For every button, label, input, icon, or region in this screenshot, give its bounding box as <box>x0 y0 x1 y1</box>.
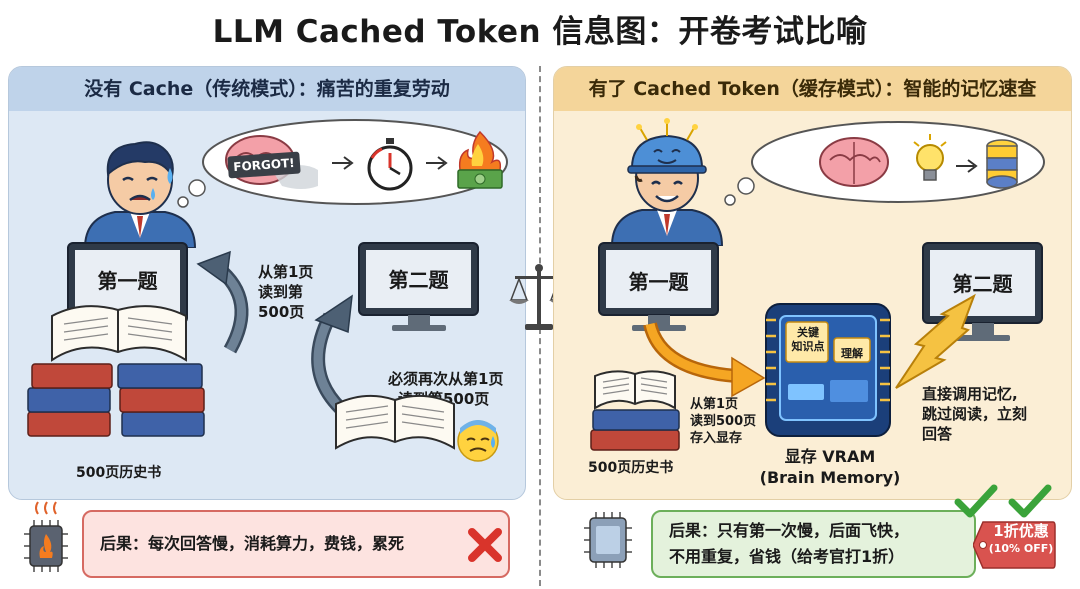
open-book-icon <box>335 394 455 450</box>
left-panel-heading: 没有 Cache（传统模式）：痛苦的重复劳动 <box>9 67 525 111</box>
discount-tag-text: 1折优惠 (10% OFF) <box>988 522 1054 555</box>
monitor-question-1-right <box>598 242 719 331</box>
sweat-face-icon <box>457 420 499 462</box>
lightning-arrow-icon <box>895 293 976 389</box>
monitor-question-2-left <box>358 242 479 331</box>
chip-icon <box>584 512 632 568</box>
read-pages-text: 从第1页 读到第 500页 <box>258 263 314 321</box>
books-label-left: 500页历史书 <box>76 465 162 481</box>
green-check-icon <box>954 484 1052 518</box>
book-stack-icon <box>590 370 680 451</box>
money-on-fire-icon <box>457 130 503 189</box>
orange-arrow-icon <box>643 322 766 398</box>
recall-text: 直接调用记忆, 跳过阅读，立刻 回答 <box>922 385 1028 443</box>
discount-tag-icon <box>973 521 1056 569</box>
store-in-vram-text: 从第1页 读到500页 存入显存 <box>690 397 757 446</box>
stressed-person-icon <box>83 141 197 248</box>
happy-person-icon <box>610 118 724 246</box>
page-title: LLM Cached Token 信息图：开卷考试比喻 <box>212 14 868 50</box>
result-box-cached: 后果：只有第一次慢，后面飞快， 不用重复，省钱（给考官打1折） <box>651 510 976 578</box>
curved-arrow-icon <box>196 250 249 354</box>
curved-arrow-icon <box>311 294 353 413</box>
arrow-right-icon <box>426 156 448 170</box>
thought-bubble-right <box>724 121 1045 206</box>
arrow-right-icon <box>332 156 354 170</box>
result-box-no-cache: 后果：每次回答慢，消耗算力，费钱，累死 <box>82 510 510 578</box>
database-icon <box>986 139 1018 189</box>
chip-label-key: 关键 知识点 <box>791 326 825 353</box>
result-text-cached: 后果：只有第一次慢，后面飞快， 不用重复，省钱（给考官打1折） <box>669 521 910 566</box>
monitor-1-label-left: 第一题 <box>97 269 158 293</box>
stopwatch-icon <box>367 138 413 191</box>
brain-icon <box>819 137 889 187</box>
monitor-2-label-left: 第二题 <box>388 268 449 292</box>
chip-label-understand: 理解 <box>841 347 863 360</box>
vram-chip-icon <box>765 303 891 437</box>
lightbulb-icon <box>913 134 947 181</box>
overheated-chip-icon <box>24 501 68 572</box>
book-stack-icon <box>27 305 205 437</box>
vram-label: 显存 VRAM (Brain Memory) <box>759 447 901 487</box>
monitor-question-2-right <box>922 242 1043 341</box>
result-text-no-cache: 后果：每次回答慢，消耗算力，费钱，累死 <box>100 534 405 553</box>
monitor-1-label-right: 第一题 <box>628 270 689 294</box>
red-x-icon <box>468 528 502 562</box>
books-label-right: 500页历史书 <box>588 460 674 476</box>
monitor-2-label-right: 第二题 <box>952 272 1013 296</box>
arrow-right-icon <box>956 159 978 173</box>
right-panel-heading: 有了 Cached Token（缓存模式）：智能的记忆速查 <box>554 67 1071 111</box>
